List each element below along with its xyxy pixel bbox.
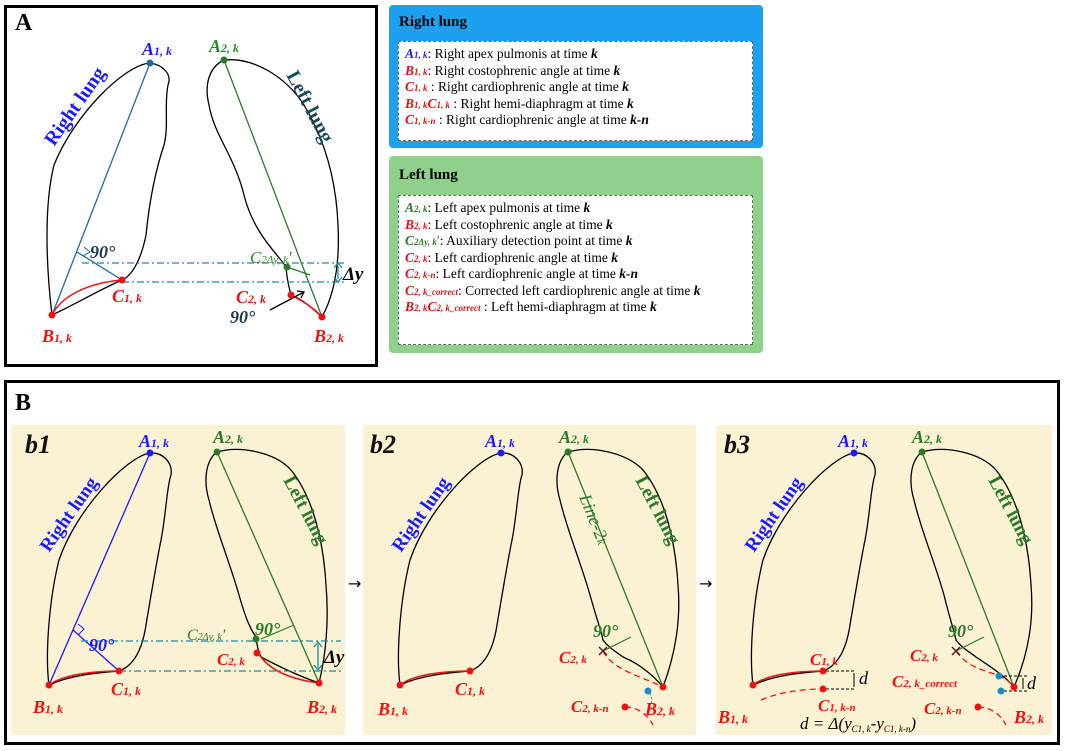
svg-text:C2, k: C2, k: [217, 650, 245, 669]
svg-text:B1, k: B1, k: [377, 699, 408, 719]
legend-left-item: C2Δy, k′: Auxiliary detection point at t…: [405, 233, 633, 248]
svg-text:C1, k-n: C1, k-n: [818, 696, 856, 715]
legend-right-item: B1, k: Right costophrenic angle at time …: [405, 62, 621, 78]
lung-label-left: Left lung: [282, 67, 338, 147]
svg-text:90°: 90°: [593, 621, 619, 641]
legend-left-item: C2, k_correct: Corrected left cardiophre…: [405, 282, 701, 298]
svg-text:A1, k: A1, k: [141, 39, 172, 59]
svg-text:Δy: Δy: [323, 647, 345, 668]
svg-text:A2, k: A2, k: [212, 427, 243, 447]
panel-a: [4, 5, 378, 367]
arrow-b1-b2: →: [348, 574, 362, 593]
svg-text:Left lung: Left lung: [279, 472, 333, 548]
svg-text:Left lung: Left lung: [631, 472, 685, 548]
svg-text:Line-2k: Line-2k: [575, 490, 614, 548]
svg-text:A1, k: A1, k: [484, 431, 515, 451]
svg-text:B1, k: B1, k: [41, 326, 72, 346]
svg-text:d: d: [1027, 673, 1037, 693]
svg-text:A2, k: A2, k: [911, 427, 942, 447]
lung-label-right: Right lung: [40, 63, 110, 150]
sub-label-b2: b2: [370, 430, 396, 459]
panel-b-letter: B: [15, 390, 32, 416]
legend-left-item: B2, kC2, k_correct : Left hemi-diaphragm…: [405, 299, 657, 314]
svg-text:Right lung: Right lung: [741, 473, 808, 556]
legend-left-item: A2, k: Left apex pulmonis at time k: [405, 200, 591, 215]
panel-b: [4, 380, 1060, 745]
diagram-b2: Right lung Left lung Line-2k A1, k A2, k…: [377, 427, 685, 726]
legend-right-header: Right lung: [399, 14, 467, 30]
svg-text:A2, k: A2, k: [558, 427, 589, 447]
svg-text:B1, k: B1, k: [32, 697, 63, 717]
svg-text:d = Δ(yC1, k-yC1, k-n): d = Δ(yC1, k-yC1, k-n): [800, 714, 916, 734]
svg-text:C2Δy, k′: C2Δy, k′: [250, 248, 292, 267]
legend-left-item: C2, k-n: Left cardiophrenic angle at tim…: [405, 266, 638, 281]
diagram-b1: Right lung Left lung A1, k A2, k B1, k B…: [32, 427, 345, 717]
panel-a-diagram: Right lung Left lung A1, k A2, k B1, k B…: [40, 36, 364, 346]
sub-panel-b3: [716, 425, 1052, 735]
legend-right-item: B1, kC1, k : Right hemi-diaphragm at tim…: [405, 95, 634, 111]
legend-right-item: C1, k-n : Right cardiophrenic angle at t…: [405, 112, 649, 127]
svg-text:90°: 90°: [90, 242, 116, 262]
svg-text:C2, k-n: C2, k-n: [571, 697, 609, 716]
legend-left-item: C2, k: Left cardiophrenic angle at time …: [405, 249, 618, 265]
svg-text:A1, k: A1, k: [837, 431, 868, 451]
svg-text:Right lung: Right lung: [388, 473, 455, 556]
legend-left-item: B2, k: Left costophrenic angle at time k: [405, 216, 613, 232]
svg-text:C2Δy, k′: C2Δy, k′: [187, 627, 226, 644]
svg-text:A2, k: A2, k: [208, 36, 239, 56]
svg-text:C2, k: C2, k: [559, 648, 587, 667]
svg-text:B2, k: B2, k: [313, 326, 344, 346]
legend-right-item: A1, k: Right apex pulmonis at time k: [405, 46, 598, 61]
svg-text:B2, k: B2, k: [306, 697, 337, 717]
svg-text:B2, k: B2, k: [1013, 707, 1044, 727]
svg-text:Δy: Δy: [342, 264, 364, 285]
legend-right-box: Right lung A1, k: Right apex pulmonis at…: [389, 5, 763, 148]
svg-text:Left lung: Left lung: [984, 472, 1038, 548]
svg-text:90°: 90°: [948, 621, 974, 641]
svg-text:C1, k: C1, k: [112, 286, 142, 306]
svg-text:Right lung: Right lung: [36, 473, 103, 556]
arrow-b2-b3: →: [699, 574, 713, 593]
svg-text:A1, k: A1, k: [138, 431, 169, 451]
sub-label-b1: b1: [25, 430, 51, 459]
svg-text:90°: 90°: [255, 619, 281, 639]
svg-text:B1, k: B1, k: [717, 707, 748, 727]
legend-left-header: Left lung: [399, 167, 458, 183]
legend-left-box: Left lung A2, k: Left apex pulmonis at t…: [389, 156, 763, 353]
svg-text:C2, k: C2, k: [236, 287, 266, 307]
svg-text:C1, k: C1, k: [455, 679, 485, 699]
legend-right-item: C1, k : Right cardiophrenic angle at tim…: [405, 79, 629, 94]
sub-panel-b1: [11, 425, 345, 735]
svg-text:C2, k-n: C2, k-n: [924, 699, 962, 718]
sub-panel-b2: [363, 425, 696, 735]
panel-a-letter: A: [15, 10, 33, 36]
diagram-b3: Right lung Left lung A1, k A2, k B1, k B…: [717, 427, 1044, 734]
svg-text:B2, k: B2, k: [644, 699, 675, 719]
svg-text:C2, k: C2, k: [910, 646, 938, 665]
svg-text:C1, k: C1, k: [111, 679, 141, 699]
svg-text:C1, k: C1, k: [810, 650, 838, 669]
svg-text:90°: 90°: [230, 307, 256, 327]
sub-label-b3: b3: [724, 430, 750, 459]
svg-text:C2, k_correct: C2, k_correct: [892, 672, 958, 691]
svg-text:90°: 90°: [89, 635, 115, 655]
svg-text:d: d: [859, 668, 869, 688]
